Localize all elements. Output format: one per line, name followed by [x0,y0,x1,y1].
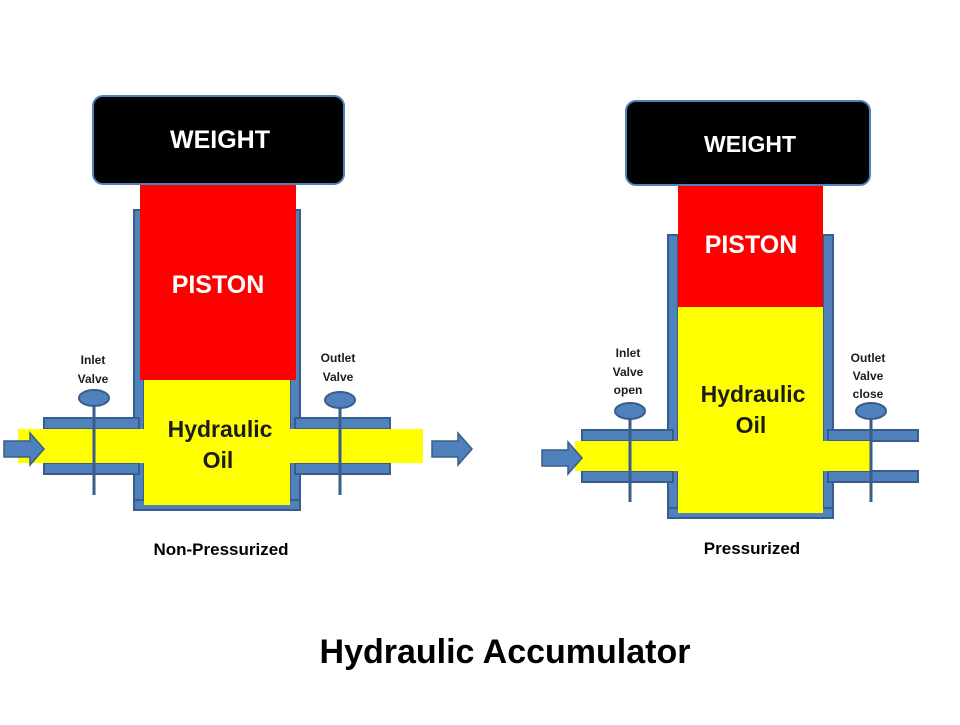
left-weight-label: WEIGHT [170,126,270,154]
left-outlet-pipe-top [294,417,391,430]
left-outlet-label-line2: Valve [323,370,354,384]
left-piston-label: PISTON [172,271,265,299]
right-caption: Pressurized [704,539,800,558]
right-outlet-label-line1: Outlet [851,351,886,365]
left-inlet-pipe-top [43,417,140,430]
right-outlet-pipe-top [827,429,919,442]
right-weight-label: WEIGHT [704,131,796,157]
left-inlet-label-line2: Valve [78,372,109,386]
left-outlet-label-line1: Outlet [321,351,356,365]
left-inlet-label-line1: Inlet [81,353,106,367]
right-inlet-pipe-bottom [581,470,674,483]
left-piston [140,183,296,380]
right-outlet-pipe-bottom [827,470,919,483]
right-oil-label-line1: Hydraulic [701,381,806,407]
right-piston-label: PISTON [705,231,798,259]
right-inlet-valve [614,402,646,502]
left-outlet-valve [324,391,356,495]
left-outlet-arrow-icon [431,431,473,467]
right-inlet-label-line2: Valve [613,365,644,379]
right-inlet-arrow-icon [541,440,583,476]
left-inlet-valve [78,389,110,495]
right-piston [678,183,823,307]
diagram-title: Hydraulic Accumulator [320,633,691,671]
right-oil-chamber [678,307,823,513]
right-outlet-label-line2: Valve [853,369,884,383]
right-oil-label-line2: Oil [736,412,767,438]
left-caption: Non-Pressurized [153,540,288,559]
left-weight [92,95,345,185]
left-inlet-pipe-bottom [43,462,140,475]
right-inlet-label-line3: open [614,383,643,397]
left-oil-label-line1: Hydraulic [168,416,273,442]
left-oil-label-line2: Oil [203,447,234,473]
left-outlet-pipe-bottom [294,462,391,475]
right-inlet-label-line1: Inlet [616,346,641,360]
left-oil-chamber [144,380,290,505]
left-accumulator: WEIGHT PISTON Hydraulic Oil Inlet Valve … [3,95,473,559]
right-outlet-label-line3: close [853,387,884,401]
right-weight [625,100,871,186]
right-accumulator: WEIGHT PISTON Hydraulic Oil Inlet Valve … [541,100,919,558]
right-outlet-valve [855,402,887,502]
right-inlet-pipe-top [581,429,674,442]
left-inlet-arrow-icon [3,431,45,467]
